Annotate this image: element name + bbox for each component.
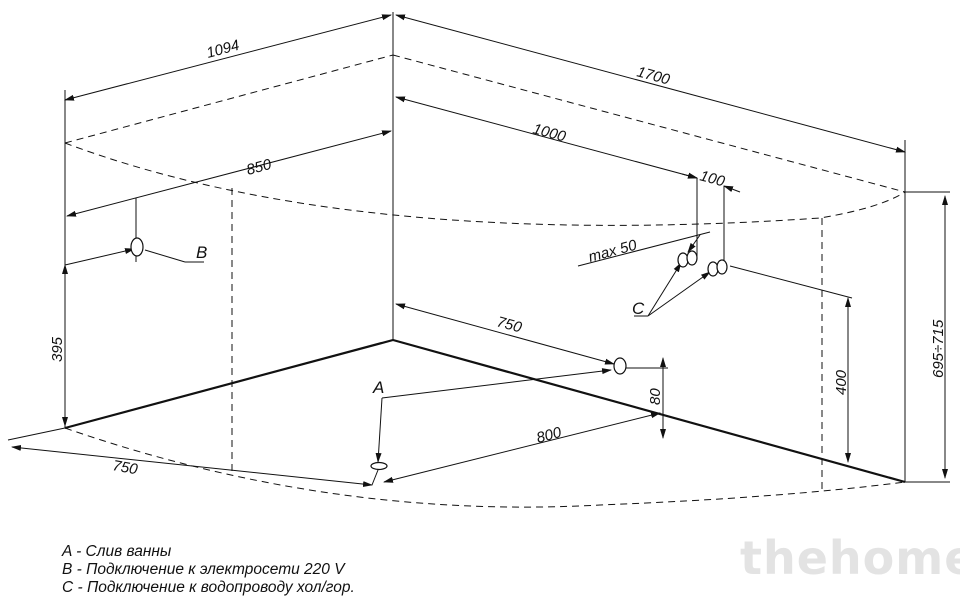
drain-hole-icon: [370, 461, 388, 471]
legend-line-c: C - Подключение к водопроводу хол/гор.: [62, 579, 355, 596]
drain-pipe-icon: [613, 357, 627, 375]
dim-750-floor: 750: [495, 313, 524, 336]
label-b: B: [196, 243, 207, 262]
floor-edge-left: [64, 338, 394, 430]
label-a: A: [372, 378, 384, 397]
dim-395: 395: [49, 336, 66, 362]
legend-line-b: B - Подключение к электросети 220 V: [62, 561, 346, 578]
dim-80: 80: [647, 388, 664, 405]
water-inlet-cold-icon: [677, 252, 689, 268]
dim-850: 850: [245, 156, 274, 179]
rim-outline: [64, 54, 906, 508]
dim-100: 100: [698, 167, 727, 190]
dim-800: 800: [535, 424, 564, 447]
water-inlet-hot-ring-icon: [716, 259, 728, 275]
dim-750-side: 750: [111, 457, 139, 478]
water-inlet-cold-ring-icon: [686, 250, 698, 266]
water-inlet-hot-icon: [707, 261, 719, 277]
dim-max-50: max 50: [587, 237, 640, 266]
dim-695-715: 695÷715: [930, 319, 947, 378]
dim-1700: 1700: [635, 63, 672, 88]
legend-line-a: A - Слив ванны: [61, 543, 172, 560]
dim-400: 400: [833, 369, 850, 395]
watermark-logo: thehome: [740, 531, 960, 585]
dim-1000: 1000: [531, 120, 568, 145]
label-c: C: [632, 299, 645, 318]
electric-outlet-icon: [130, 237, 144, 257]
dim-1094: 1094: [205, 37, 242, 62]
